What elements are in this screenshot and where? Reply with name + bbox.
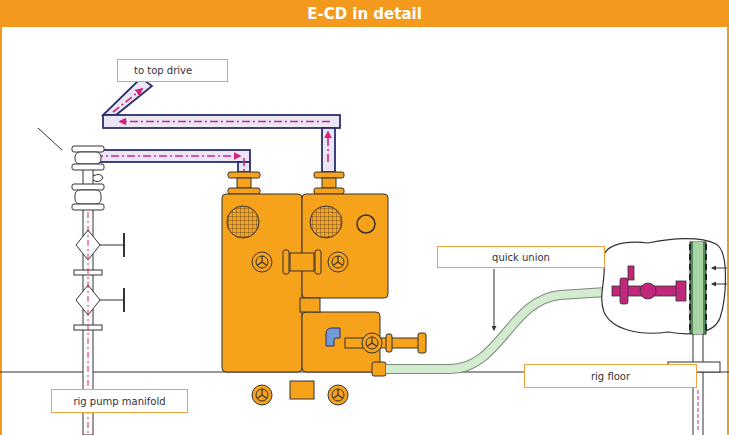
pointer-arrows (712, 268, 727, 284)
callout-box: rig pump manifold (51, 389, 188, 413)
header-band: E-CD in detail (0, 0, 729, 27)
kelly-pipe (705, 244, 707, 332)
valve-wheel (362, 333, 382, 353)
valve-wheel (328, 385, 348, 405)
callout-label: rig floor (591, 371, 630, 382)
gauge-symbol (357, 215, 375, 233)
quick-union-part (612, 266, 686, 304)
valve-wheel (328, 252, 348, 272)
kelly-pipe (693, 242, 703, 334)
screen-symbol (310, 206, 342, 238)
pipework (88, 78, 340, 172)
header-title: E-CD in detail (307, 5, 422, 23)
screen-symbol (227, 206, 259, 238)
callout-label: rig pump manifold (73, 396, 165, 407)
kelly-pipe (689, 244, 691, 332)
leader-line (494, 269, 495, 330)
detail-view (602, 239, 726, 334)
callout-box: rig floor (524, 364, 697, 388)
callout-label: quick union (492, 252, 550, 263)
flow-arrows (95, 89, 330, 178)
callout-box: to top drive (117, 59, 228, 82)
hose (386, 292, 606, 369)
hose (386, 292, 606, 369)
frame-line (727, 0, 729, 435)
kelly-pipe (690, 242, 706, 334)
callout-label: to top drive (134, 65, 192, 76)
frame-line (0, 0, 2, 435)
valve-wheel (252, 252, 272, 272)
callout-box: quick union (437, 246, 605, 268)
elbow-fitting (326, 328, 340, 346)
valve-wheel (252, 385, 272, 405)
